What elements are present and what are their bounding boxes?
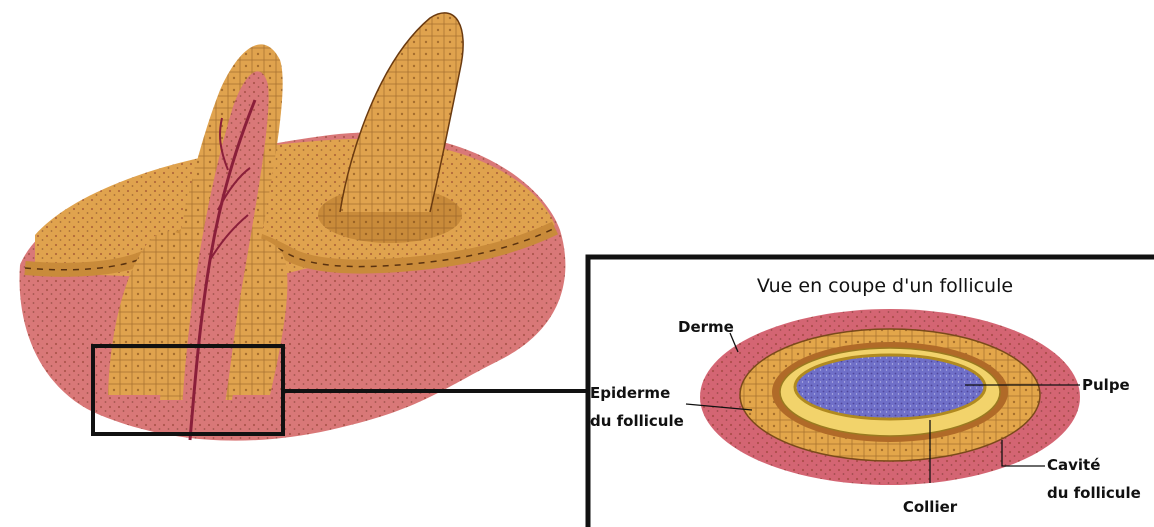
- inset-title: Vue en coupe d'un follicule: [757, 275, 1013, 297]
- follicle-cross-section: [700, 309, 1080, 485]
- label-epiderme-2: du follicule: [590, 412, 684, 430]
- label-epiderme-1: Epiderme: [590, 384, 670, 402]
- label-pulpe: Pulpe: [1082, 376, 1130, 394]
- skin-illustration: [20, 13, 566, 441]
- label-cavite-1: Cavité: [1047, 456, 1100, 474]
- label-derme: Derme: [678, 318, 734, 336]
- label-collier: Collier: [903, 498, 958, 516]
- label-cavite-2: du follicule: [1047, 484, 1141, 502]
- feather-germ-cone: [318, 13, 463, 243]
- inset-panel: Vue en coupe d'un follicule: [588, 255, 1154, 527]
